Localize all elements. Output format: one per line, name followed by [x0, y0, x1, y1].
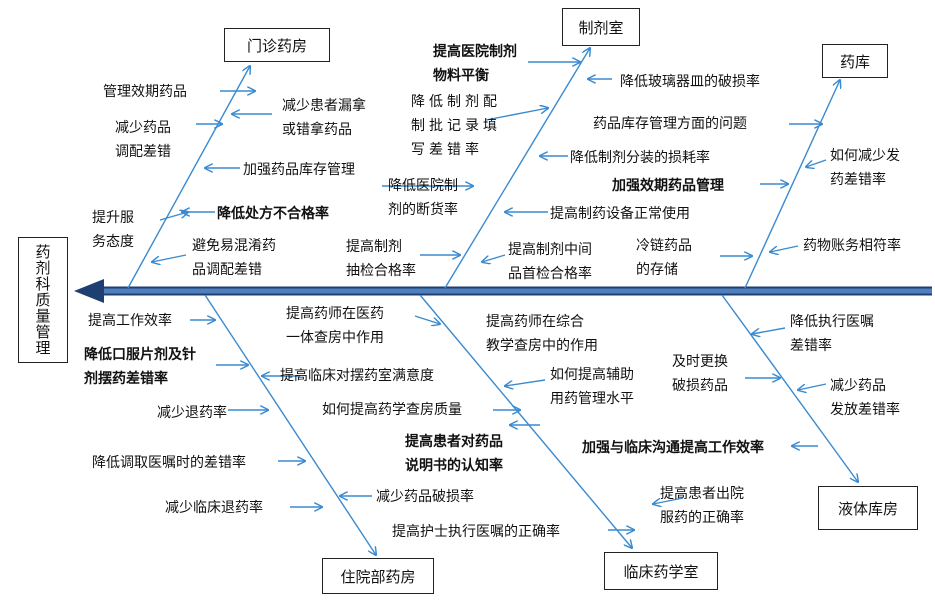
cause-label: 如何提高药学查房质量: [322, 402, 462, 418]
category-warehouse: 药库: [822, 44, 888, 78]
bone-clinical: [419, 294, 632, 548]
cause-label: 降低玻璃器皿的破损率: [620, 74, 760, 90]
cause-label: 降低处方不合格率: [217, 206, 329, 222]
cause-label: 药物账务相符率: [803, 238, 901, 254]
category-outpatient-label: 门诊药房: [246, 36, 307, 55]
cause-label: 提高工作效率: [88, 313, 172, 329]
cause-label: 提高临床对摆药室满意度: [280, 368, 434, 384]
category-clinical-label: 临床药学室: [623, 562, 699, 581]
cause-label: 管理效期药品: [103, 84, 187, 100]
cause-label: 提高护士执行医嘱的正确率: [392, 524, 560, 540]
category-preparation-label: 制剂室: [578, 18, 624, 37]
category-preparation: 制剂室: [562, 8, 640, 46]
bone-inpatient: [204, 294, 376, 555]
cause-label: 药品库存管理方面的问题: [593, 116, 747, 132]
cause-label: 如何减少发 药差错率: [830, 148, 900, 188]
cause-label: 提高制剂中间 品首检合格率: [508, 242, 592, 282]
sub-arrow: [152, 254, 187, 262]
cause-label: 提高制剂 抽检合格率: [346, 239, 416, 279]
cause-label: 减少患者漏拿 或错拿药品: [282, 98, 366, 138]
cause-label: 提高患者对药品 说明书的认知率: [405, 434, 503, 474]
cause-label: 提高药师在医药 一体查房中作用: [286, 306, 384, 346]
cause-label: 提升服 务态度: [92, 210, 134, 250]
cause-label: 提高医院制剂 物料平衡: [433, 44, 517, 84]
cause-label: 如何提高辅助 用药管理水平: [550, 367, 634, 407]
cause-label: 提高患者出院 服药的正确率: [660, 486, 744, 526]
cause-label: 降低医院制 剂的断货率: [388, 178, 458, 218]
cause-label: 降低制剂配 制批记录填 写差错率: [411, 94, 501, 158]
sub-arrow: [159, 212, 188, 221]
sub-arrow: [414, 315, 440, 324]
category-inpatient-label: 住院部药房: [340, 567, 416, 586]
bone-outpatient: [127, 66, 250, 289]
cause-label: 减少药品 调配差错: [115, 120, 171, 160]
cause-label: 冷链药品 的存储: [636, 238, 692, 278]
cause-label: 避免易混淆药 品调配差错: [192, 238, 276, 278]
cause-label: 降低口服片剂及针 剂摆药差错率: [84, 347, 196, 387]
category-liquid: 液体库房: [818, 486, 918, 530]
sub-arrow: [653, 497, 684, 504]
category-outpatient: 门诊药房: [224, 28, 330, 62]
category-inpatient: 住院部药房: [322, 558, 434, 594]
cause-label: 降低执行医嘱 差错率: [790, 314, 874, 354]
cause-label: 加强效期药品管理: [612, 178, 724, 194]
sub-arrow: [770, 245, 799, 252]
category-warehouse-label: 药库: [839, 52, 870, 71]
sub-arrow: [505, 379, 546, 386]
sub-arrow: [806, 159, 827, 167]
cause-label: 加强与临床沟通提高工作效率: [582, 440, 764, 456]
cause-label: 减少药品 发放差错率: [830, 378, 900, 418]
cause-label: 减少临床退药率: [165, 500, 263, 516]
sub-arrow: [752, 327, 786, 334]
cause-label: 降低调取医嘱时的差错率: [92, 455, 246, 471]
cause-label: 提高制药设备正常使用: [550, 206, 690, 222]
cause-label: 加强药品库存管理: [243, 162, 355, 178]
effect-label: 药剂科质量管理: [33, 244, 52, 356]
cause-label: 降低制剂分装的损耗率: [570, 150, 710, 166]
category-clinical: 临床药学室: [604, 552, 718, 590]
bone-liquid: [721, 294, 858, 482]
cause-label: 减少退药率: [157, 405, 227, 421]
cause-label: 提高药师在综合 教学查房中的作用: [486, 314, 598, 354]
spine-arrow: [74, 279, 932, 303]
sub-arrow: [485, 108, 548, 121]
cause-label: 及时更换 破损药品: [672, 354, 728, 394]
bone-warehouse: [744, 80, 840, 289]
sub-arrow: [482, 254, 506, 262]
category-liquid-label: 液体库房: [837, 499, 898, 518]
bone-preparation: [444, 48, 590, 289]
effect-box: 药剂科质量管理: [18, 237, 68, 363]
cause-label: 减少药品破损率: [376, 489, 474, 505]
sub-arrow: [798, 383, 827, 390]
